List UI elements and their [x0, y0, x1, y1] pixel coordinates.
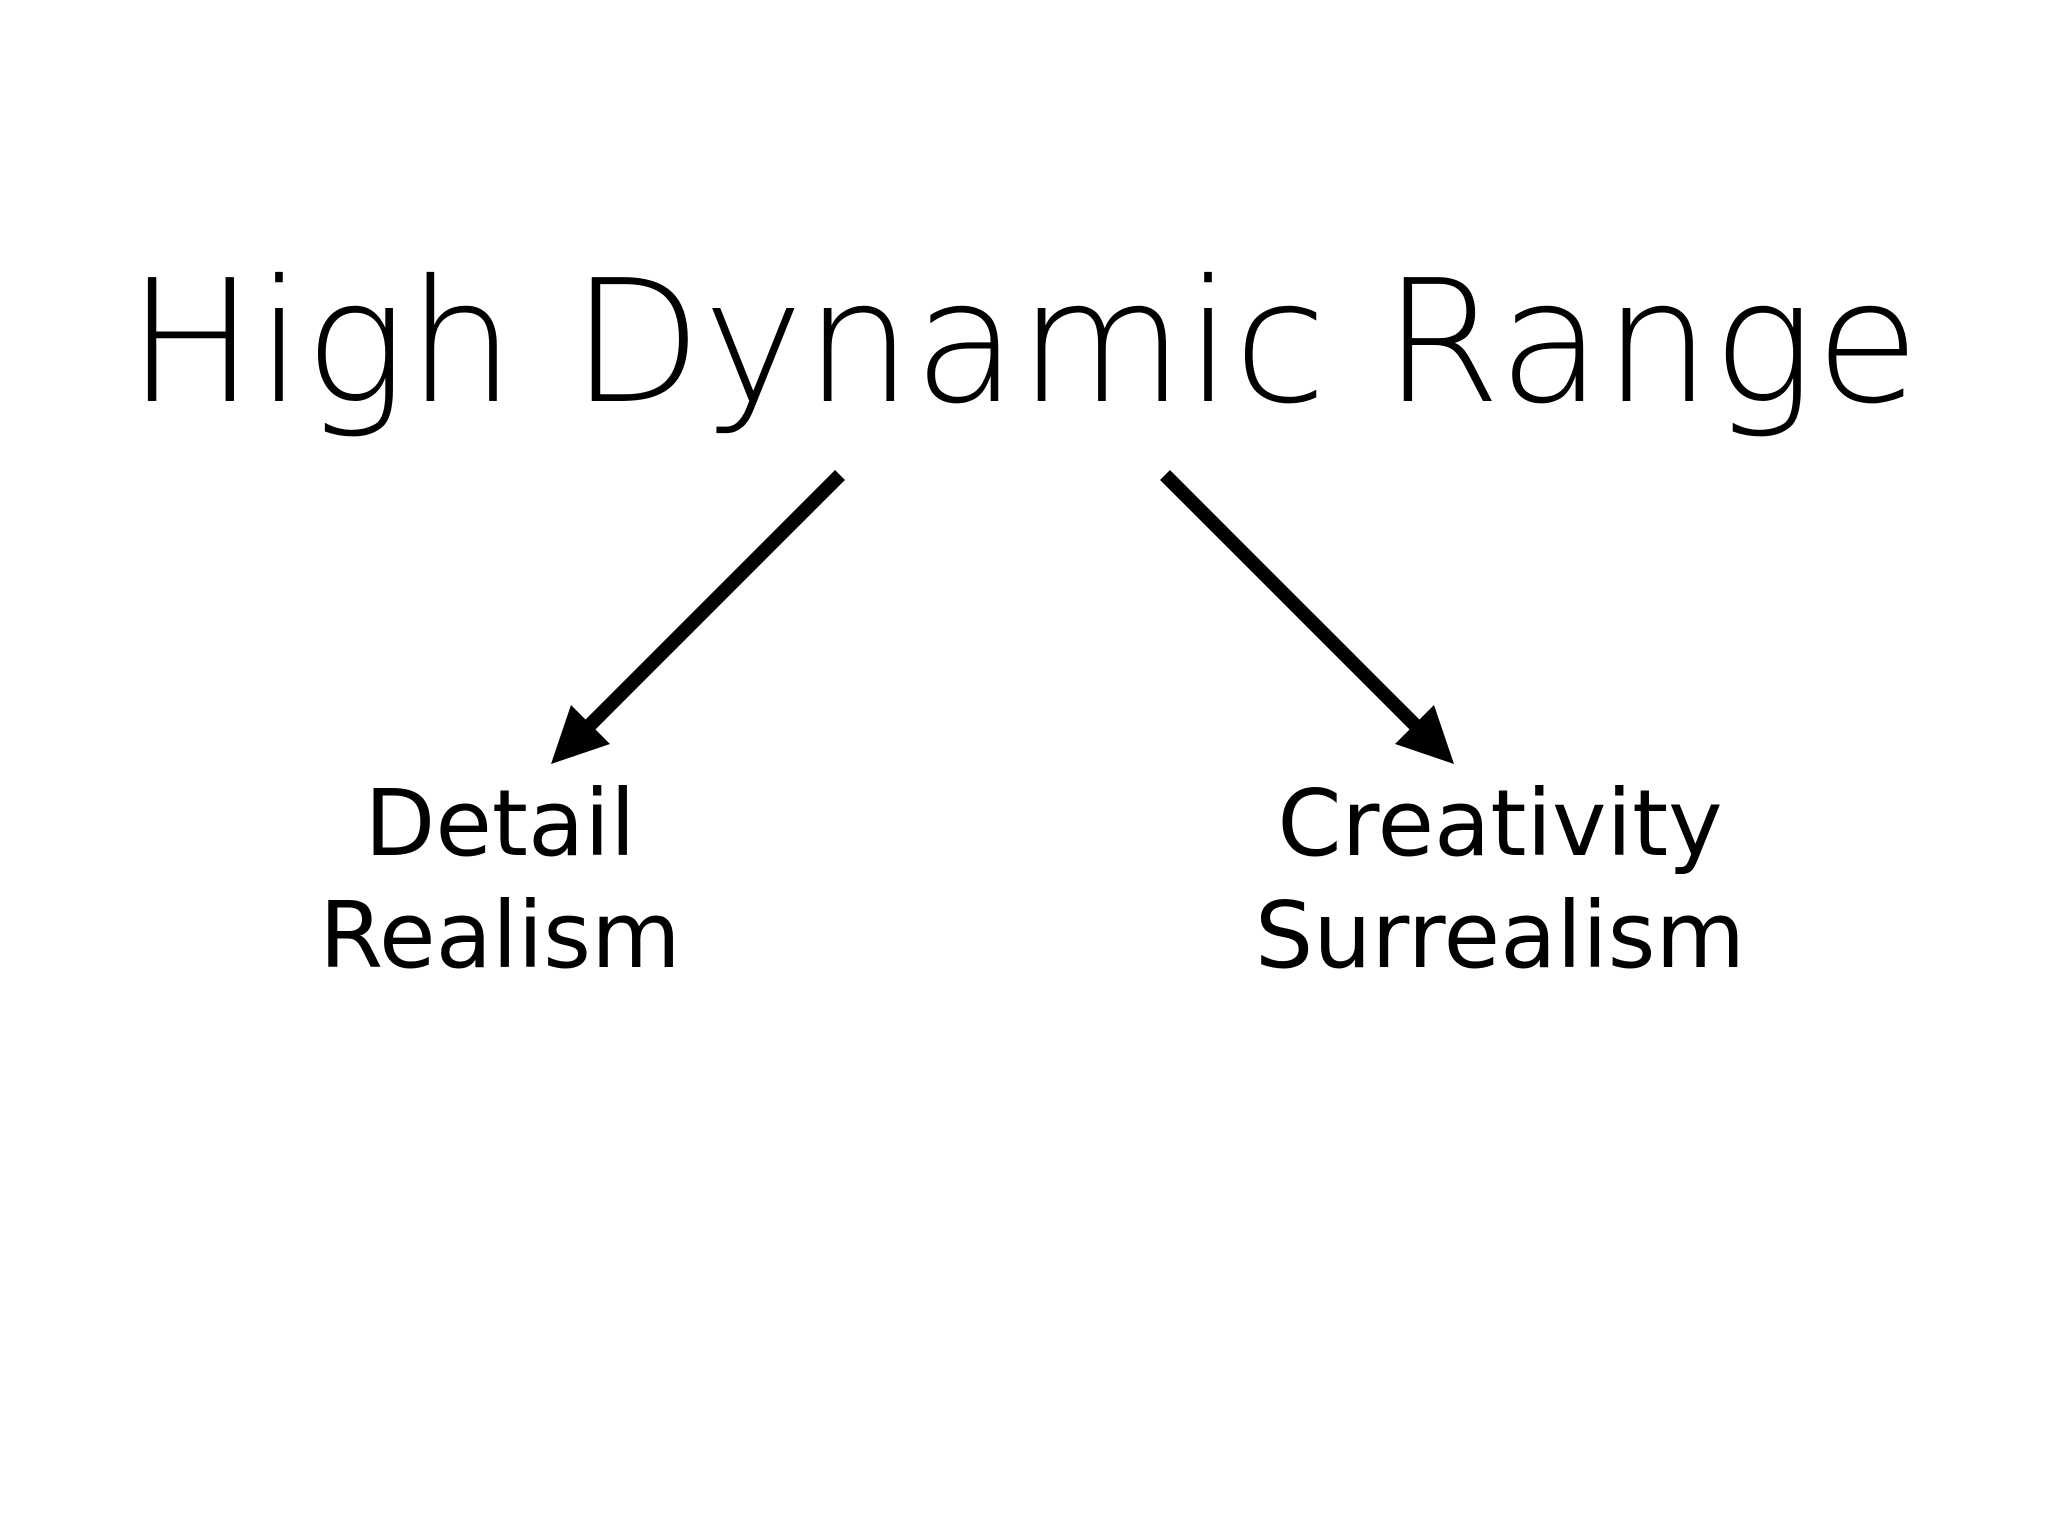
- arrow-left-line: [583, 470, 845, 732]
- branch-left-line2: Realism: [319, 882, 681, 989]
- slide-title: High Dynamic Range: [127, 244, 1921, 442]
- branch-creativity-surrealism: Creativity Surrealism: [1250, 768, 1750, 992]
- branch-right-line1: Creativity: [1277, 770, 1723, 877]
- arrow-right-line: [1160, 470, 1422, 732]
- branch-detail-realism: Detail Realism: [300, 768, 700, 992]
- branch-left-line1: Detail: [364, 770, 636, 877]
- arrow-right-head: [1395, 705, 1454, 764]
- arrow-left-head: [551, 705, 610, 764]
- branch-right-line2: Surrealism: [1254, 882, 1746, 989]
